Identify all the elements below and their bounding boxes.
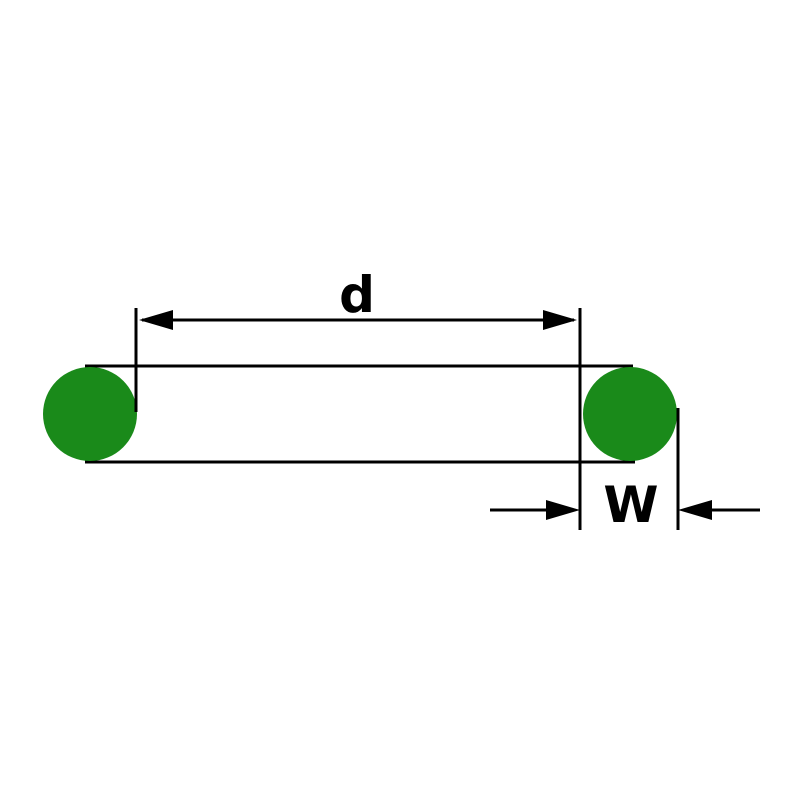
cross-section-width-label: W [603, 476, 658, 534]
d-arrowhead-left [139, 310, 173, 330]
inner-diameter-label: d [339, 266, 375, 324]
left-ring-cross-section [43, 367, 137, 461]
w-arrowhead-left [546, 500, 580, 520]
right-ring-cross-section [583, 367, 677, 461]
d-arrowhead-right [543, 310, 577, 330]
w-arrowhead-right [678, 500, 712, 520]
